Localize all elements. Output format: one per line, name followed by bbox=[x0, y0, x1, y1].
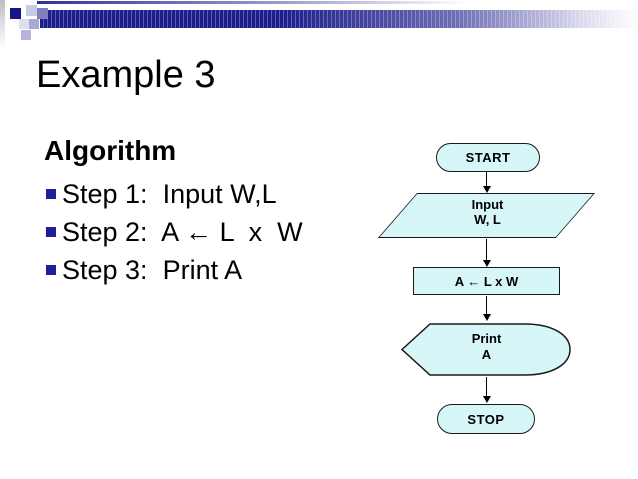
process-label: A ← L x W bbox=[454, 273, 519, 289]
deco-square bbox=[26, 5, 37, 16]
arrow-down-icon bbox=[482, 186, 491, 193]
deco-square bbox=[10, 8, 21, 19]
bullet-text: Step 1: Input W,L bbox=[62, 179, 277, 209]
bullet-square-icon bbox=[46, 265, 56, 275]
bullet-square-icon bbox=[46, 227, 56, 237]
bullet-square-icon bbox=[46, 189, 56, 199]
print-label: Print A bbox=[401, 331, 572, 362]
deco-square bbox=[37, 8, 48, 19]
input-label: Input W, L bbox=[400, 197, 575, 227]
flow-connector bbox=[486, 377, 488, 397]
bullet-text: Step 3: Print A bbox=[62, 255, 243, 285]
arrow-down-icon bbox=[482, 314, 491, 321]
deco-square bbox=[19, 19, 29, 29]
print-label-line1: Print bbox=[471, 331, 502, 346]
flow-connector bbox=[486, 296, 488, 315]
bullet-item-step2: Step 2: A ← L x W bbox=[46, 215, 303, 251]
flowchart-stop-terminator: STOP bbox=[437, 404, 535, 434]
flow-connector bbox=[486, 172, 488, 186]
deco-thin-bar bbox=[37, 1, 638, 4]
input-label-line1: Input bbox=[471, 197, 504, 212]
flowchart-start-terminator: START bbox=[436, 143, 540, 172]
flowchart-process-rectangle: A ← L x W bbox=[413, 267, 560, 295]
start-label: START bbox=[465, 150, 511, 165]
bullet-text: Step 2: A ← L x W bbox=[62, 217, 303, 247]
bullet-item-step3: Step 3: Print A bbox=[46, 253, 242, 289]
body-heading: Algorithm bbox=[44, 135, 177, 166]
flowchart-display-shape bbox=[401, 323, 571, 376]
stop-label: STOP bbox=[467, 411, 505, 427]
flow-connector bbox=[486, 239, 488, 260]
deco-left-band bbox=[0, 0, 5, 48]
arrow-down-icon bbox=[482, 260, 491, 267]
deco-square bbox=[29, 19, 39, 29]
deco-main-bar bbox=[40, 10, 638, 28]
input-label-line2: W, L bbox=[474, 212, 501, 227]
arrow-down-icon bbox=[482, 396, 491, 403]
slide-title: Example 3 bbox=[36, 54, 216, 96]
bullet-item-step1: Step 1: Input W,L bbox=[46, 177, 277, 213]
deco-square bbox=[21, 30, 31, 40]
print-label-line2: A bbox=[481, 346, 492, 362]
